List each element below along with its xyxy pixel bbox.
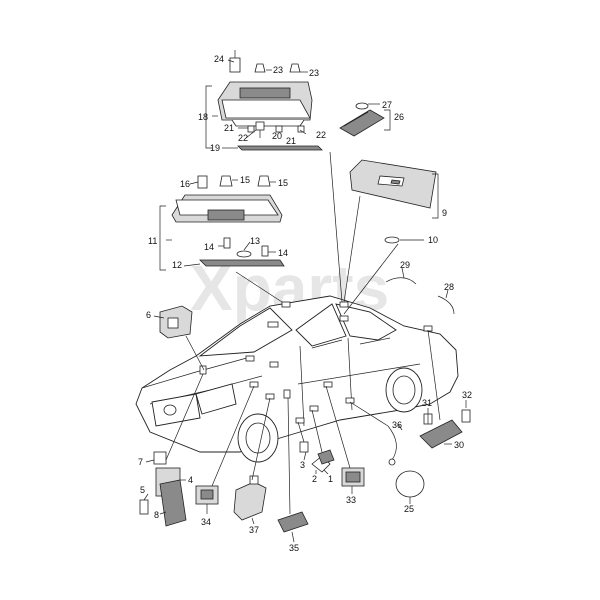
location-markers: [199, 301, 433, 424]
callout-10: 10: [428, 235, 438, 245]
callout-1: 1: [328, 474, 333, 484]
callout-14a: 14: [204, 242, 214, 252]
bulb-27[interactable]: [355, 102, 369, 110]
cover-25[interactable]: [395, 470, 425, 498]
callout-12: 12: [172, 260, 182, 270]
callout-36: 36: [392, 420, 402, 430]
callout-37: 37: [249, 525, 259, 535]
callout-2: 2: [312, 474, 317, 484]
light-30[interactable]: [419, 419, 463, 449]
callout-26: 26: [394, 112, 404, 122]
callout-3: 3: [300, 460, 305, 470]
part-3[interactable]: [299, 441, 309, 453]
callout-20: 20: [272, 131, 282, 141]
callout-23a: 23: [273, 65, 283, 75]
clip-15a[interactable]: [219, 175, 233, 187]
callout-22a: 22: [238, 133, 248, 143]
callout-33: 33: [346, 495, 356, 505]
bulb-32[interactable]: [461, 409, 471, 423]
callout-13: 13: [250, 236, 260, 246]
clip-23a[interactable]: [254, 63, 266, 73]
license-light-8[interactable]: [159, 479, 187, 527]
switch-33[interactable]: [341, 467, 365, 487]
bulb-10[interactable]: [384, 236, 400, 244]
interior-light-9[interactable]: [349, 159, 437, 209]
roof-console-trim-top[interactable]: [237, 145, 323, 151]
callout-16: 16: [180, 179, 190, 189]
callout-29: 29: [400, 260, 410, 270]
wire-36[interactable]: [387, 425, 397, 466]
callout-28: 28: [444, 282, 454, 292]
callout-32: 32: [462, 390, 472, 400]
trim-29[interactable]: [385, 277, 417, 285]
callout-35: 35: [289, 543, 299, 553]
switch-34[interactable]: [195, 485, 219, 505]
trim-28[interactable]: [437, 295, 455, 315]
callout-labels: 24 23 23 18 21 22 20 21 22 19 16 15 15 1…: [138, 54, 472, 553]
callout-19: 19: [210, 143, 220, 153]
callout-4: 4: [188, 475, 193, 485]
callout-25: 25: [404, 504, 414, 514]
screws-13-14[interactable]: [223, 237, 269, 258]
callout-7: 7: [138, 457, 143, 467]
car-body: [135, 295, 459, 463]
callout-15b: 15: [278, 178, 288, 188]
callout-21a: 21: [224, 123, 234, 133]
clip-23b[interactable]: [289, 63, 301, 73]
bulb-5[interactable]: [139, 499, 149, 515]
light-35[interactable]: [277, 511, 309, 533]
callout-15a: 15: [240, 175, 250, 185]
clip-15b[interactable]: [257, 175, 271, 187]
callout-18: 18: [198, 112, 208, 122]
callout-11: 11: [148, 236, 157, 246]
callout-27: 27: [382, 100, 392, 110]
roof-console-assembly-lower[interactable]: [171, 194, 283, 223]
callout-31: 31: [422, 398, 432, 408]
screws-21-22[interactable]: [247, 121, 305, 138]
reading-light-26[interactable]: [339, 109, 385, 137]
connector-24[interactable]: [229, 50, 241, 73]
switch-7[interactable]: [153, 451, 167, 465]
roof-console-assembly-top[interactable]: [217, 81, 313, 127]
callout-24: 24: [214, 54, 224, 64]
callout-5: 5: [140, 485, 145, 495]
callout-30: 30: [454, 440, 464, 450]
connector-16[interactable]: [197, 175, 208, 189]
roof-console-trim-lower[interactable]: [199, 259, 285, 267]
callout-14b: 14: [278, 248, 288, 258]
callout-8: 8: [154, 510, 159, 520]
callout-34: 34: [201, 517, 211, 527]
leader-lines: [143, 59, 467, 543]
callout-21b: 21: [286, 136, 296, 146]
callout-6: 6: [146, 310, 151, 320]
part-6[interactable]: [159, 305, 193, 339]
callout-22b: 22: [316, 130, 326, 140]
callout-9: 9: [442, 208, 447, 218]
switch-37[interactable]: [233, 475, 267, 521]
part-1[interactable]: [317, 449, 335, 465]
callout-23b: 23: [309, 68, 319, 78]
